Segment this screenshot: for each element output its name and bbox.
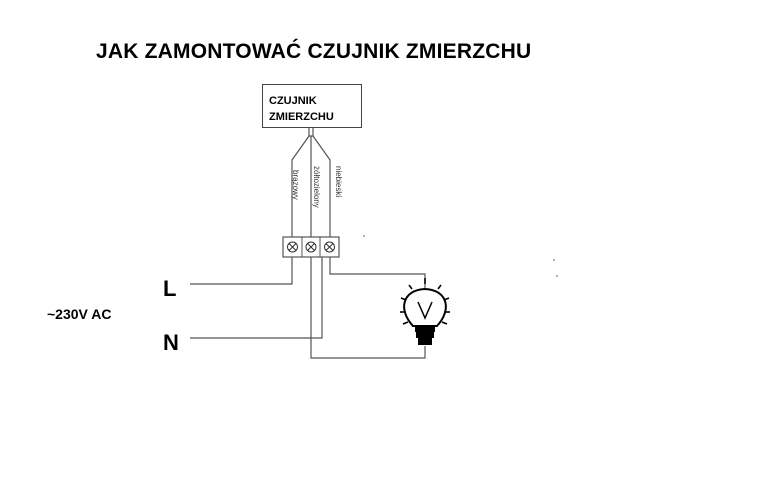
light-bulb-icon <box>400 278 450 345</box>
dusk-sensor-box: CZUJNIK ZMIERZCHU <box>262 84 362 128</box>
cable-stub <box>308 128 314 137</box>
neutral-label: N <box>163 330 179 355</box>
diagram-title: JAK ZAMONTOWAĆ CZUJNIK ZMIERZCHU <box>96 40 532 63</box>
light-rays <box>400 278 450 325</box>
brown-wire-label: brązowy <box>291 170 300 200</box>
voltage-label: ~230V AC <box>47 306 112 322</box>
stray-dots <box>363 235 558 277</box>
blue-wire <box>312 135 331 238</box>
terminal-screw-icon <box>305 241 317 253</box>
brown-wire <box>291 135 310 238</box>
terminal-block <box>282 236 340 258</box>
phase-label: L <box>163 276 177 301</box>
terminal-screw-icon <box>287 241 298 253</box>
neutral-wire <box>190 256 323 339</box>
lamp-supply-wire <box>329 256 426 290</box>
sensor-label-line2: ZMIERZCHU <box>269 111 334 123</box>
blue-wire-label: niebieski <box>334 166 343 198</box>
lamp-return-wire <box>310 256 426 359</box>
sensor-label-line1: CZUJNIK <box>269 95 317 107</box>
green-yellow-wire-label: żółtozielony <box>312 166 321 208</box>
terminal-screw-icon <box>324 241 335 253</box>
phase-wire <box>190 256 293 285</box>
